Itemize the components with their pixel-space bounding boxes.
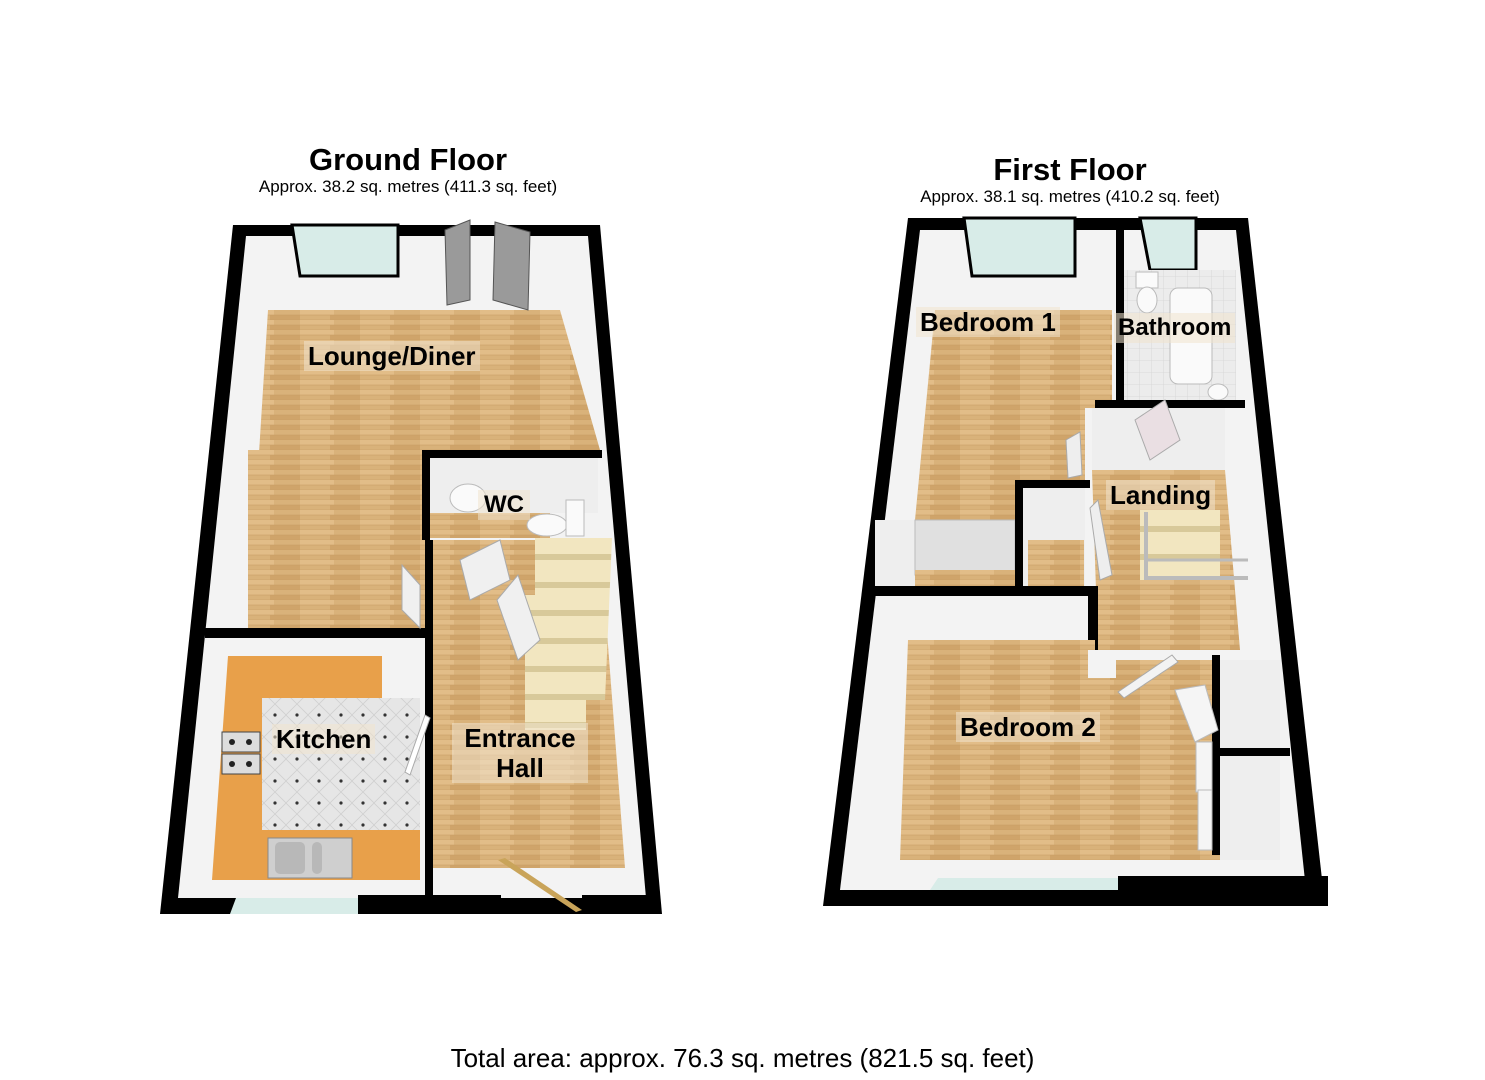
french-door-right <box>492 221 531 311</box>
kitchen-floor <box>262 698 420 830</box>
hob-icon <box>221 731 261 753</box>
french-door-left <box>444 219 471 306</box>
room-label-wc: WC <box>478 490 530 520</box>
room-label-bathroom: Bathroom <box>1114 313 1236 343</box>
toilet-icon <box>1135 271 1159 289</box>
wardrobe <box>914 519 1016 576</box>
room-label-entrance-hall: Entrance Hall <box>452 723 588 783</box>
room-label-bedroom-2: Bedroom 2 <box>956 712 1100 742</box>
bedroom-2-floor <box>900 640 1255 860</box>
ground-floor-plan <box>160 219 662 914</box>
window <box>290 223 400 278</box>
first-floor-area: Approx. 38.1 sq. metres (410.2 sq. feet) <box>920 187 1220 206</box>
room-label-lounge-diner: Lounge/Diner <box>304 341 480 371</box>
window <box>962 216 1077 278</box>
ground-floor-title: Ground Floor <box>308 142 508 177</box>
door <box>401 563 421 630</box>
front-door <box>498 858 582 912</box>
toilet-icon <box>526 513 568 537</box>
room-label-kitchen: Kitchen <box>272 724 376 754</box>
room-label-landing: Landing <box>1106 480 1216 510</box>
wardrobe-door <box>1174 684 1219 743</box>
first-floor-title-block: First Floor Approx. 38.1 sq. metres (410… <box>870 153 1270 207</box>
ground-floor-area: Approx. 38.2 sq. metres (411.3 sq. feet) <box>258 177 558 196</box>
banister <box>1144 512 1248 580</box>
total-area: Total area: approx. 76.3 sq. metres (821… <box>450 1043 1035 1073</box>
door <box>459 539 511 601</box>
bedroom-1-floor <box>915 310 1112 520</box>
window <box>1138 216 1198 272</box>
bathroom-door <box>1134 399 1181 461</box>
door <box>1089 498 1113 581</box>
first-floor-plan <box>823 216 1328 906</box>
ground-floor-title-block: Ground Floor Approx. 38.2 sq. metres (41… <box>208 143 608 197</box>
door <box>404 714 431 776</box>
basin-icon <box>1207 383 1229 401</box>
first-floor-title: First Floor <box>993 152 1147 187</box>
door <box>1065 431 1083 479</box>
stairs <box>1140 510 1220 580</box>
door <box>496 573 541 661</box>
door <box>1117 654 1179 699</box>
room-label-bedroom-1: Bedroom 1 <box>916 307 1060 337</box>
stairs <box>525 538 612 730</box>
